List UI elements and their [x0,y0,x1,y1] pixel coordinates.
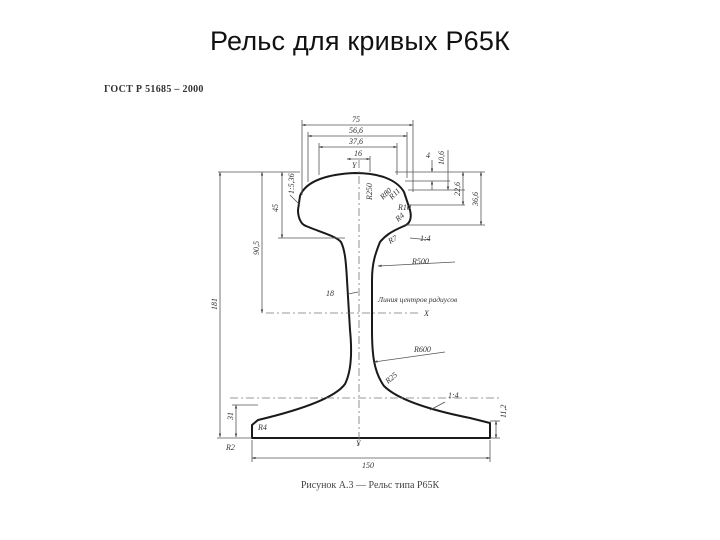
standard-label: ГОСТ Р 51685 – 2000 [104,84,204,95]
dim-150: 150 [362,461,374,470]
dim-r500: R500 [411,257,429,266]
dim-16: 16 [354,149,362,158]
dim-r2: R2 [225,443,235,452]
dim-90-5: 90,5 [252,241,261,255]
dim-181: 181 [210,298,219,310]
dim-45: 45 [271,204,280,212]
rail-outline [251,172,491,439]
dim-36-6: 36,6 [471,192,480,207]
height-dimensions [217,171,500,462]
dim-10-6: 10,6 [437,151,446,165]
dim-22-6: 22,6 [453,182,462,196]
dim-75: 75 [352,115,360,124]
figure-caption: Рисунок А.3 — Рельс типа Р65К [300,480,440,491]
centers-line-label: Линия центров радиусов [377,295,458,304]
head-dimensions [301,120,485,226]
dim-r25: R25 [383,370,399,386]
dim-angle-18: 18 [326,289,334,298]
dim-r4: R4 [393,211,406,224]
dim-slope-1-4-top: 1:4 [420,234,431,243]
axis-y-bottom-label: Y [356,439,362,448]
axis-y-top-label: Y [352,161,358,170]
dim-4: 4 [426,151,430,160]
dim-r10: R10 [397,203,411,212]
axis-x-label: X [423,309,430,318]
dim-r250: R250 [365,183,374,201]
dim-37-6: 37,6 [348,137,363,146]
dim-56-6: 56,6 [349,126,363,135]
dim-slope-1-5-36: 1:5,36 [287,173,296,194]
dimension-labels: 75 56,6 37,6 16 Y 4 10,6 22,6 36,6 R250 … [210,115,508,470]
dim-11-2: 11,2 [499,405,508,418]
leader-lines [289,194,456,411]
dim-r600: R600 [413,345,431,354]
center-axis [230,160,500,448]
slide-title: Рельс для кривых Р65К [209,26,511,56]
dim-r4-base: R4 [257,423,267,432]
dim-31: 31 [226,412,235,421]
dim-slope-1-4-base: 1:4 [448,391,459,400]
